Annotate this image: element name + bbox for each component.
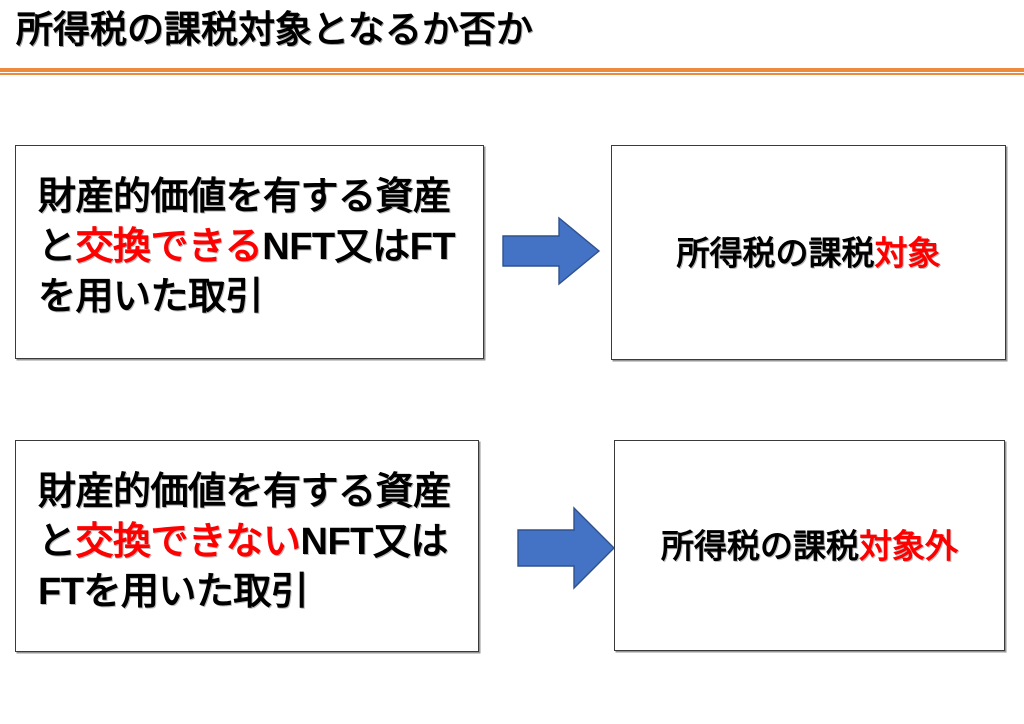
condition-highlight-2: 交換できない (75, 521, 302, 564)
result-text-taxable: 所得税の課税対象 (612, 232, 1005, 273)
condition-box-taxable: 財産的価値を有する資産と交換できるNFT又はFTを用いた取引 (15, 145, 484, 359)
divider-gap (0, 72, 1024, 73)
condition-tail-1: NFT又はFTを用いた取引 (38, 226, 456, 319)
condition-box-nontaxable: 財産的価値を有する資産と交換できないNFT又はFTを用いた取引 (15, 440, 479, 652)
condition-tail-2: NFT又はFTを用いた取引 (38, 521, 448, 614)
right-arrow-icon (502, 216, 601, 286)
condition-lead-1: 財産的価値を有する資産と (38, 176, 451, 269)
result-box-taxable: 所得税の課税対象 (611, 145, 1006, 360)
result-lead-1: 所得税の課税 (676, 233, 875, 271)
result-box-nontaxable: 所得税の課税対象外 (614, 440, 1005, 651)
condition-text-nontaxable: 財産的価値を有する資産と交換できないNFT又はFTを用いた取引 (16, 467, 478, 617)
page-title: 所得税の課税対象となるか否か (16, 9, 533, 50)
condition-highlight-1: 交換できる (75, 226, 263, 269)
result-lead-2: 所得税の課税 (661, 526, 859, 564)
result-highlight-2: 対象外 (859, 526, 958, 564)
divider-thick-bar (0, 68, 1024, 72)
condition-text-taxable: 財産的価値を有する資産と交換できるNFT又はFTを用いた取引 (16, 172, 483, 322)
divider-thin-bar (0, 73, 1024, 75)
result-highlight-1: 対象 (874, 233, 941, 271)
title-divider (0, 68, 1024, 76)
condition-lead-2: 財産的価値を有する資産と (38, 471, 451, 564)
result-text-nontaxable: 所得税の課税対象外 (615, 525, 1004, 566)
right-arrow-icon (517, 506, 615, 590)
